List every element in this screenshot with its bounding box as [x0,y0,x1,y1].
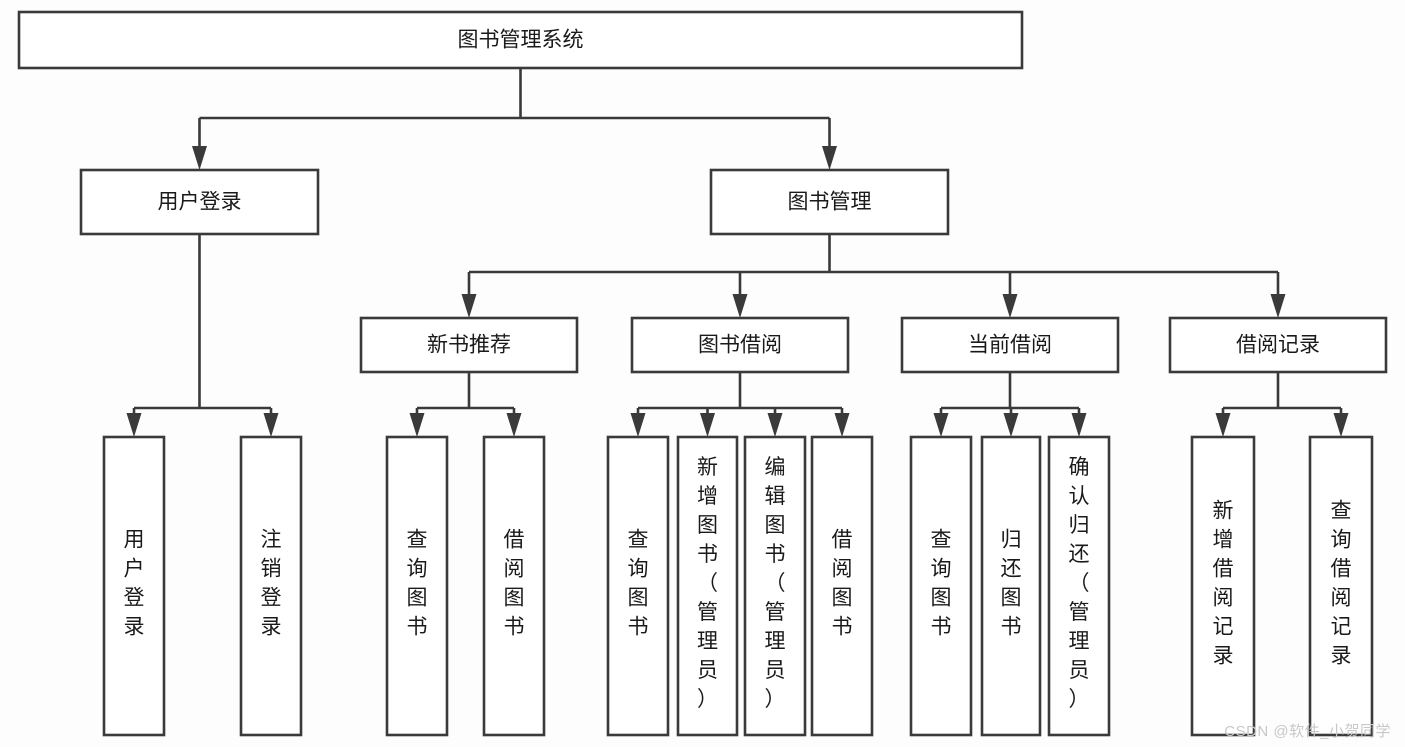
node-box-borrow-record[interactable] [1168,316,1388,374]
connector-group-root [192,68,837,170]
node-leaf-query-book-1[interactable]: 查询图书 [385,435,449,737]
node-book-manage[interactable]: 图书管理 [709,168,950,236]
connector-layer [126,68,1349,437]
node-box-leaf-confirm-return[interactable] [1047,435,1111,737]
node-label-book-manage: 图书管理 [788,191,872,214]
node-leaf-query-book-3[interactable]: 查询图书 [909,435,973,737]
arrow-head-icon [822,146,837,170]
arrow-head-icon [409,413,425,437]
node-label-leaf-borrow-book-1: 借阅图书 [504,529,525,639]
node-box-book-manage[interactable] [709,168,950,236]
node-box-leaf-add-record[interactable] [1190,435,1256,737]
arrow-head-icon [1270,294,1286,318]
connector-group-new-book-recommend [409,372,522,437]
arrow-head-icon [1215,413,1231,437]
node-root[interactable]: 图书管理系统 [17,10,1024,70]
node-label-leaf-add-book: 新增图书（管理员） [697,456,718,711]
arrow-head-icon [700,413,715,437]
node-label-root: 图书管理系统 [458,29,584,52]
node-leaf-query-record[interactable]: 查询借阅记录 [1308,435,1374,737]
node-box-user-login[interactable] [79,168,320,236]
node-label-leaf-query-book-3: 查询图书 [931,529,952,639]
node-leaf-borrow-book-2[interactable]: 借阅图书 [810,435,874,737]
node-box-new-book-recommend[interactable] [359,316,579,374]
node-box-book-borrow[interactable] [630,316,850,374]
node-current-borrow[interactable]: 当前借阅 [900,316,1120,374]
connector-group-current-borrow [933,372,1087,437]
node-user-login[interactable]: 用户登录 [79,168,320,236]
node-label-leaf-logout: 注销登录 [261,529,282,639]
node-box-leaf-add-book[interactable] [676,435,739,737]
node-box-leaf-user-login[interactable] [102,435,166,737]
node-leaf-logout[interactable]: 注销登录 [239,435,303,737]
node-box-leaf-borrow-book-2[interactable] [810,435,874,737]
connector-group-user-login [126,234,279,437]
connector-group-borrow-record [1215,372,1349,437]
node-label-leaf-query-record: 查询借阅记录 [1331,500,1352,668]
node-label-borrow-record: 借阅记录 [1236,334,1320,357]
arrow-head-icon [732,294,748,318]
node-leaf-borrow-book-1[interactable]: 借阅图书 [482,435,546,737]
node-layer: 图书管理系统用户登录图书管理新书推荐图书借阅当前借阅借阅记录用户登录注销登录查询… [17,10,1388,737]
node-label-book-borrow: 图书借阅 [698,334,782,357]
node-label-leaf-confirm-return: 确认归还（管理员） [1069,456,1090,711]
node-box-leaf-logout[interactable] [239,435,303,737]
arrow-head-icon [933,413,949,437]
node-leaf-add-book[interactable]: 新增图书（管理员） [676,435,739,737]
connector-group-book-borrow [630,372,850,437]
arrow-head-icon [1333,413,1349,437]
arrow-head-icon [630,413,646,437]
node-label-new-book-recommend: 新书推荐 [427,334,511,357]
arrow-head-icon [834,413,850,437]
node-leaf-query-book-2[interactable]: 查询图书 [606,435,670,737]
arrow-head-icon [192,146,207,170]
node-label-leaf-return-book: 归还图书 [1001,529,1022,639]
node-leaf-add-record[interactable]: 新增借阅记录 [1190,435,1256,737]
connector-group-book-manage [461,234,1286,318]
node-new-book-recommend[interactable]: 新书推荐 [359,316,579,374]
node-box-current-borrow[interactable] [900,316,1120,374]
node-box-root[interactable] [17,10,1024,70]
node-label-user-login: 用户登录 [158,191,242,214]
node-label-leaf-edit-book: 编辑图书（管理员） [765,456,786,711]
node-label-leaf-query-book-2: 查询图书 [628,529,649,639]
arrow-head-icon [263,413,279,437]
node-leaf-user-login[interactable]: 用户登录 [102,435,166,737]
arrow-head-icon [461,294,477,318]
node-label-leaf-query-book-1: 查询图书 [407,529,428,639]
arrow-head-icon [126,413,142,437]
arrow-head-icon [767,413,783,437]
node-box-leaf-query-book-2[interactable] [606,435,670,737]
arrow-head-icon [506,413,522,437]
arrow-head-icon [1002,294,1018,318]
node-box-leaf-query-book-1[interactable] [385,435,449,737]
csdn-watermark: CSDN @软件_小贺同学 [1224,723,1391,740]
node-borrow-record[interactable]: 借阅记录 [1168,316,1388,374]
arrow-head-icon [1003,413,1019,437]
node-box-leaf-query-book-3[interactable] [909,435,973,737]
node-leaf-return-book[interactable]: 归还图书 [980,435,1042,737]
node-box-leaf-edit-book[interactable] [743,435,807,737]
node-label-current-borrow: 当前借阅 [968,334,1052,357]
node-leaf-edit-book[interactable]: 编辑图书（管理员） [743,435,807,737]
node-box-leaf-return-book[interactable] [980,435,1042,737]
node-label-leaf-user-login: 用户登录 [124,529,145,639]
node-label-leaf-borrow-book-2: 借阅图书 [832,529,853,639]
arrow-head-icon [1071,413,1087,437]
node-label-leaf-add-record: 新增借阅记录 [1213,500,1234,668]
node-leaf-confirm-return[interactable]: 确认归还（管理员） [1047,435,1111,737]
node-book-borrow[interactable]: 图书借阅 [630,316,850,374]
node-box-leaf-query-record[interactable] [1308,435,1374,737]
node-box-leaf-borrow-book-1[interactable] [482,435,546,737]
